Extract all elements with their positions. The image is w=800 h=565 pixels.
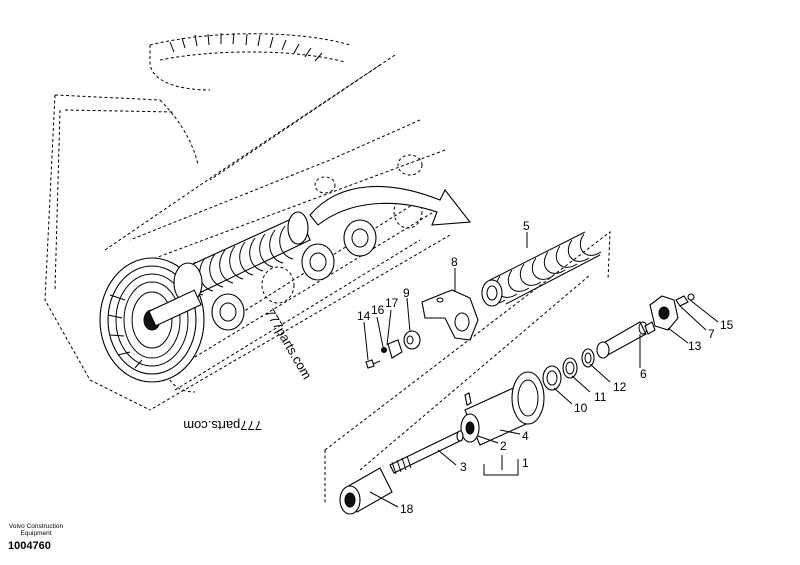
callout-13: 13 <box>688 339 702 353</box>
leader-lines <box>363 232 719 508</box>
part-13-nut <box>649 295 679 331</box>
callout-7: 7 <box>708 327 715 341</box>
part-10-ring <box>542 365 562 391</box>
part-2-cylinder <box>460 371 545 446</box>
part-12-ring <box>581 348 595 368</box>
callout-14: 14 <box>357 309 371 323</box>
track-frame-outline <box>44 33 611 505</box>
part-3-threaded-rod <box>389 430 464 475</box>
part-9-bushing <box>403 330 421 350</box>
callout-10: 10 <box>574 401 588 415</box>
part-5-recoil-spring <box>481 231 602 307</box>
manufacturer-label: Volvo Construction Equipment <box>8 523 64 537</box>
callout-9: 9 <box>403 286 410 300</box>
part-16-17-clip <box>381 339 403 359</box>
callout-11: 11 <box>594 390 607 404</box>
callout-labels: 5 8 9 17 16 14 15 7 13 6 12 11 10 4 2 3 … <box>357 219 734 516</box>
callout-3: 3 <box>460 460 467 474</box>
callout-12: 12 <box>613 380 627 394</box>
part-6-plunger <box>596 321 656 359</box>
watermark-mirrored: 777parts.com <box>183 418 262 433</box>
watermark-rotated: 777parts.com <box>262 306 314 382</box>
part-15-fitting <box>675 293 695 307</box>
callout-18: 18 <box>400 502 414 516</box>
callout-17: 17 <box>385 296 399 310</box>
manufacturer-line-1: Volvo Construction <box>8 523 64 530</box>
document-number: 1004760 <box>8 540 51 552</box>
callout-1: 1 <box>522 456 529 470</box>
callout-4: 4 <box>522 429 529 443</box>
callout-2: 2 <box>500 439 507 453</box>
document-footer: Volvo Construction Equipment 1004760 <box>8 523 64 552</box>
callout-16: 16 <box>371 303 385 317</box>
swing-ring-hatching <box>169 32 323 62</box>
part-18-sleeve <box>339 467 393 515</box>
callout-8: 8 <box>451 255 458 269</box>
part-11-ring <box>562 357 578 379</box>
part-8-bracket <box>421 289 479 341</box>
part-14-bolt <box>365 359 381 369</box>
callout-5: 5 <box>523 219 530 233</box>
manufacturer-line-2: Equipment <box>20 530 52 537</box>
callout-15: 15 <box>720 318 734 332</box>
direction-arrow <box>309 186 472 226</box>
callout-6: 6 <box>640 367 647 381</box>
track-rollers <box>211 154 423 331</box>
installed-recoil-spring <box>148 211 311 327</box>
